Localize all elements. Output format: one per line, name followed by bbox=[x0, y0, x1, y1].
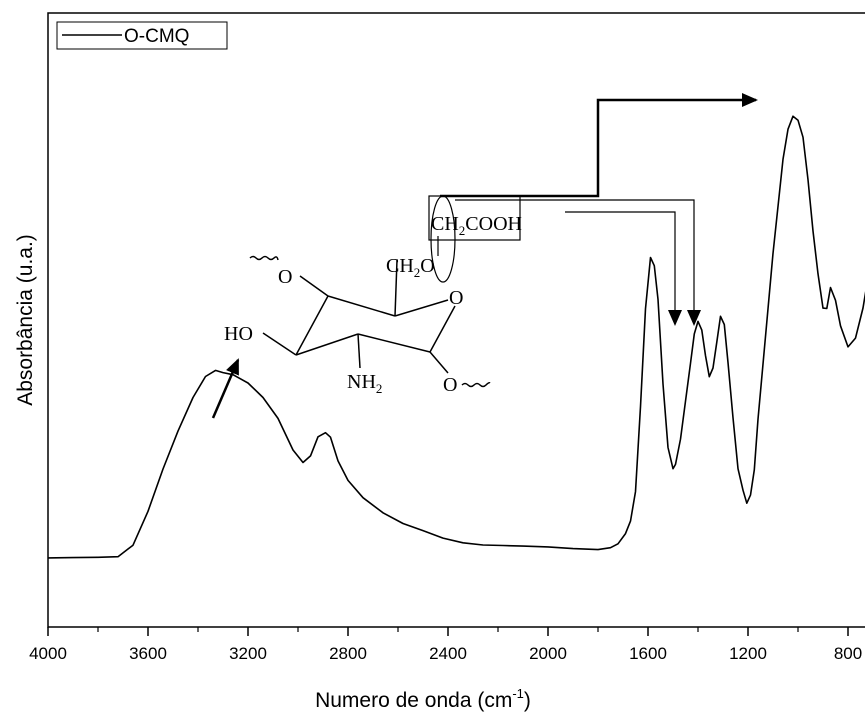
arrow-to-1420-peak bbox=[565, 211, 682, 326]
arrow-to-1320-peak bbox=[455, 199, 701, 326]
x-tick-label: 800 bbox=[834, 644, 862, 663]
label-nh2: NH2 bbox=[347, 371, 382, 396]
arrow-oh bbox=[211, 358, 240, 419]
x-tick-label: 1600 bbox=[629, 644, 667, 663]
label-o-right: O bbox=[443, 374, 457, 396]
x-axis-title: Numero de onda (cm-1) bbox=[315, 686, 531, 712]
o-highlight-ellipse bbox=[430, 195, 456, 283]
label-ch2o: CH2O bbox=[386, 255, 435, 280]
x-tick-label: 2800 bbox=[329, 644, 367, 663]
label-ring-o: O bbox=[449, 287, 463, 309]
x-tick-label: 3600 bbox=[129, 644, 167, 663]
x-axis-ticks: 4000 3600 3200 2800 2400 2000 1600 1200 800 bbox=[29, 627, 862, 663]
x-tick-label: 4000 bbox=[29, 644, 67, 663]
x-tick-label: 2400 bbox=[429, 644, 467, 663]
arrow-to-1020-peak bbox=[440, 93, 758, 198]
label-ch2cooh: CH2COOH bbox=[431, 213, 522, 238]
x-tick-label: 1200 bbox=[729, 644, 767, 663]
x-tick-label: 3200 bbox=[229, 644, 267, 663]
x-tick-label: 2000 bbox=[529, 644, 567, 663]
annotation-arrows bbox=[211, 93, 758, 419]
plot-frame bbox=[47, 12, 865, 628]
ring-bonds bbox=[249, 255, 491, 388]
y-axis-title: Absorbância (u.a.) bbox=[14, 234, 37, 406]
legend: O-CMQ bbox=[56, 21, 228, 50]
label-ho: HO bbox=[224, 323, 253, 345]
legend-label: O-CMQ bbox=[124, 26, 189, 47]
label-o-left: O bbox=[278, 266, 292, 288]
chemical-structure: O O HO NH2 O CH2O CH2COOH bbox=[224, 195, 522, 396]
ch2cooh-box bbox=[428, 195, 521, 241]
series-line-o-cmq bbox=[47, 115, 865, 559]
